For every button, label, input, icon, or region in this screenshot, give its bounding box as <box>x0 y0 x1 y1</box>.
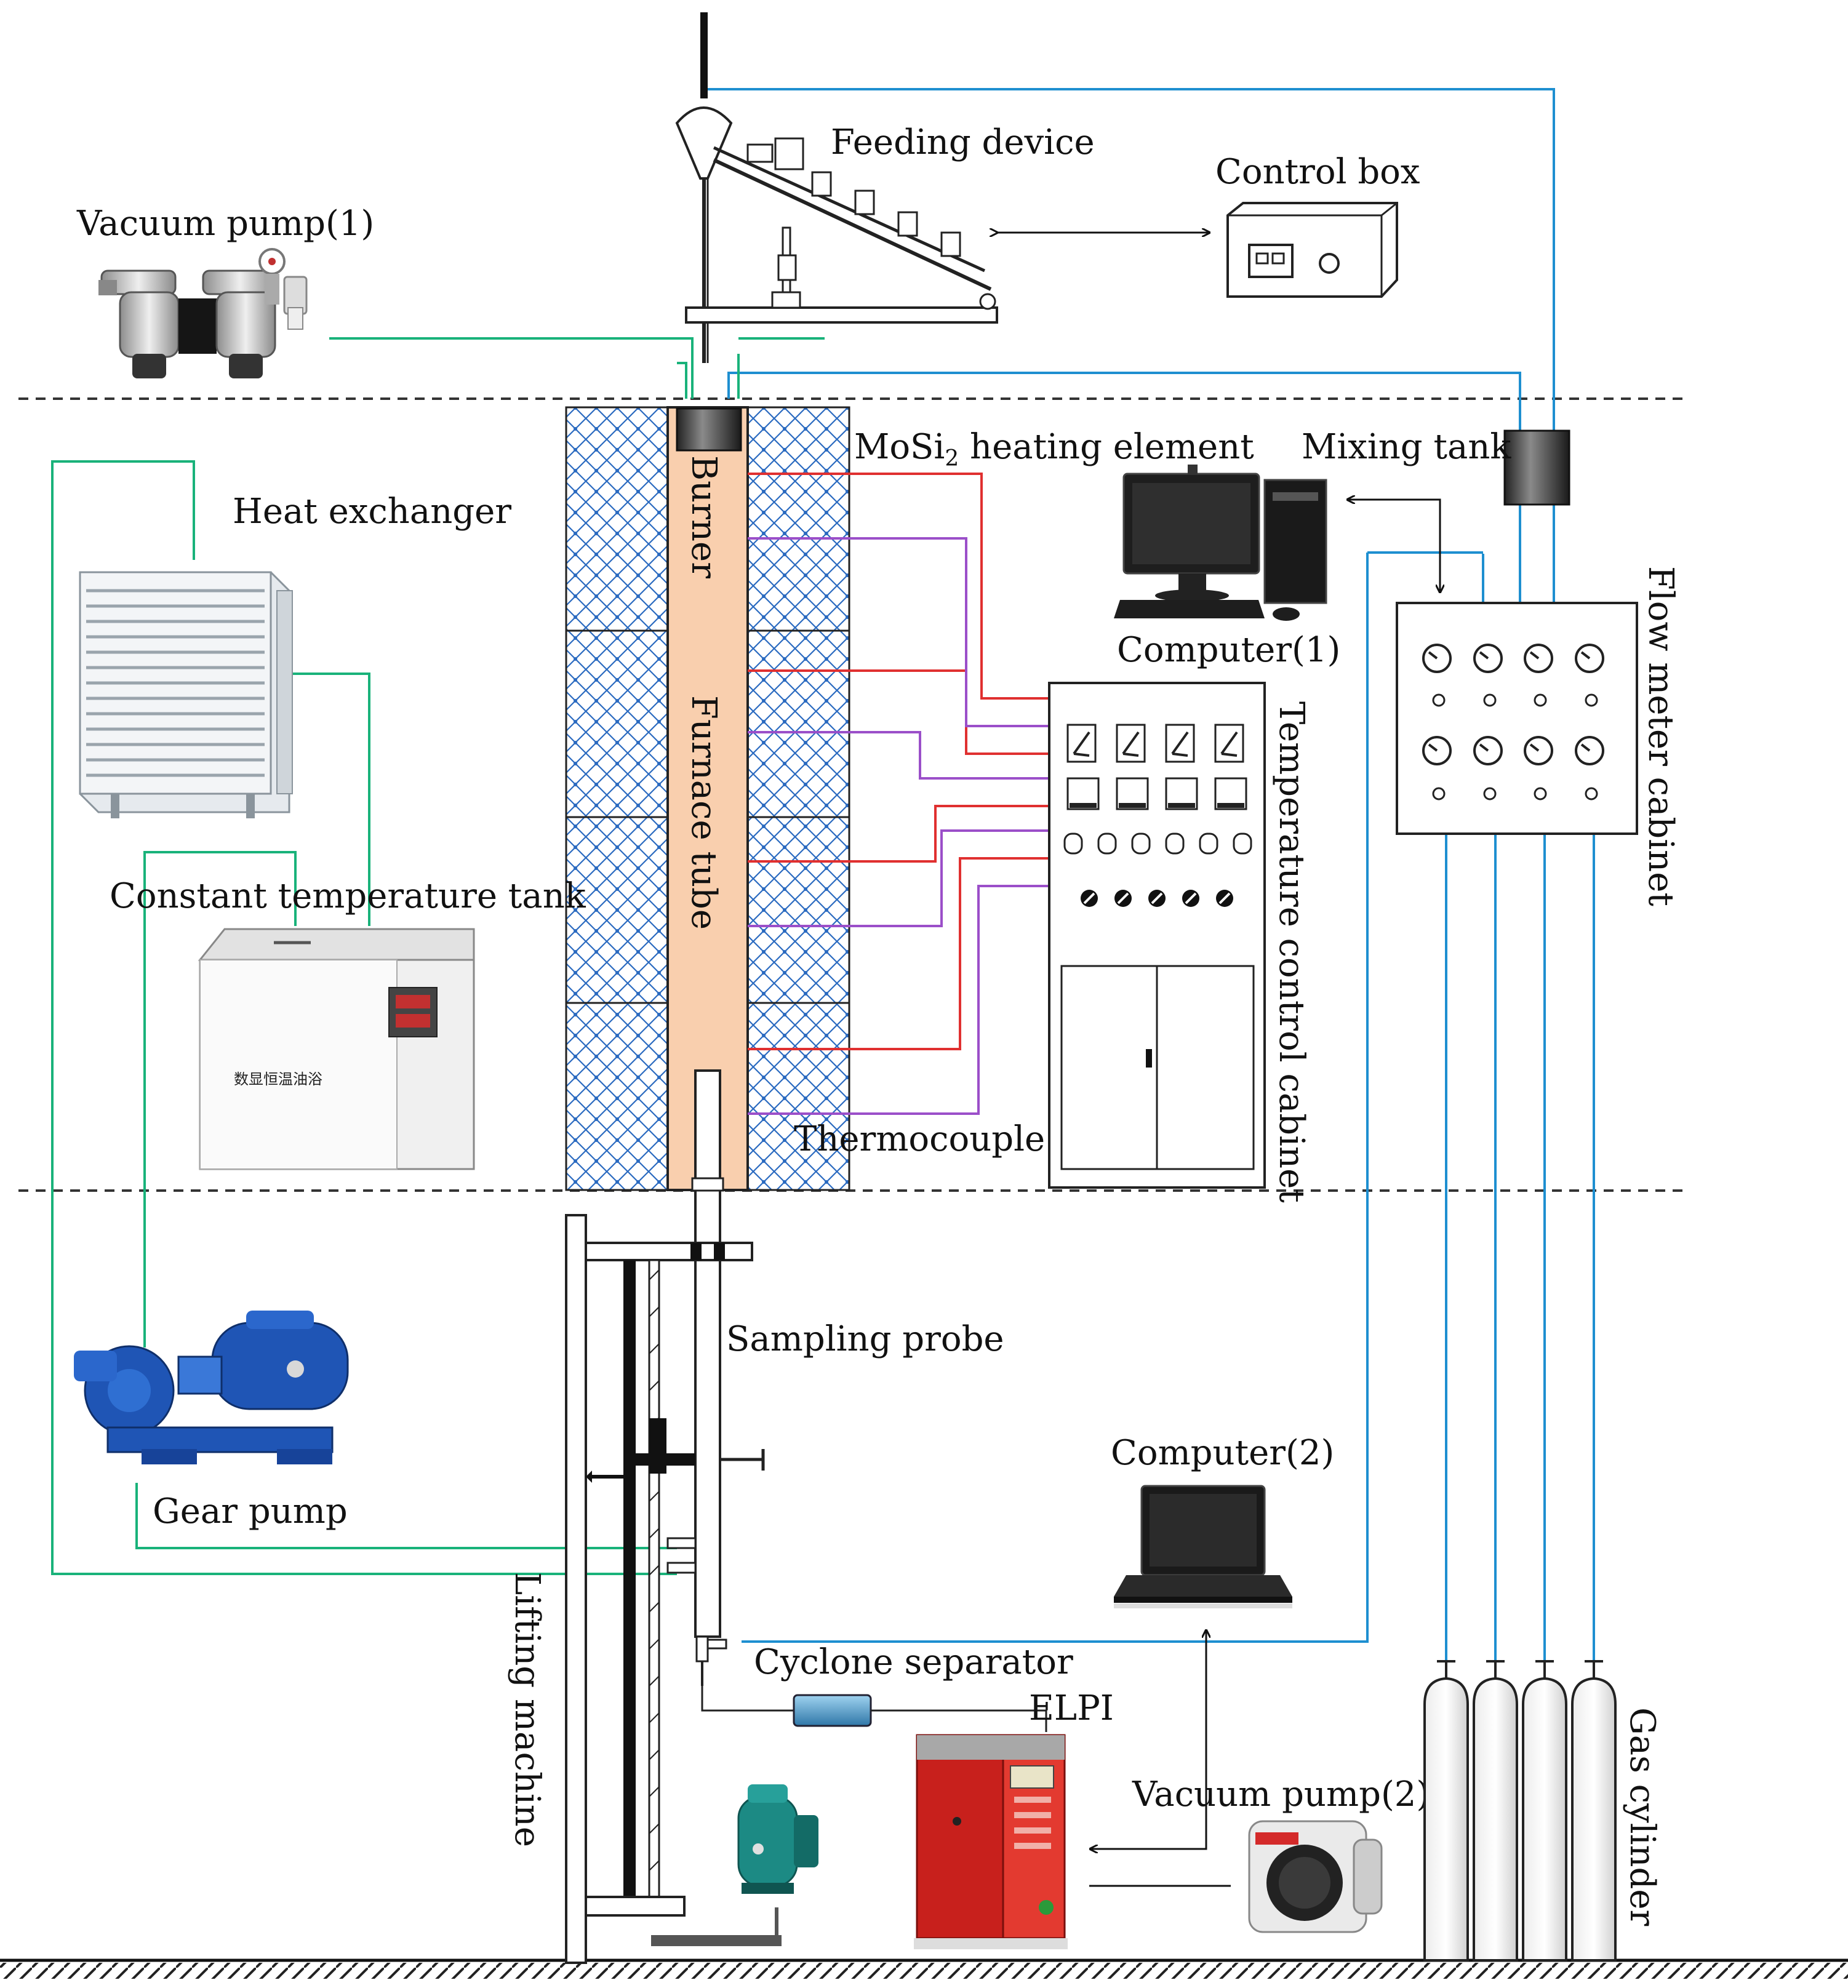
mixing-tank-label: Mixing tank <box>1302 427 1511 467</box>
vacuum-pump-1: Vacuum pump(1) <box>76 204 374 378</box>
flow-meter-cabinet-label: Flow meter cabinet <box>1641 566 1681 906</box>
burner-top <box>676 407 742 452</box>
burner-label: Burner <box>684 455 724 578</box>
motor <box>737 1784 818 1894</box>
gas-cylinder-label: Gas cylinder <box>1622 1707 1662 1926</box>
ground <box>0 1958 1848 1979</box>
furnace-tube-label: Furnace tube <box>684 695 724 930</box>
gas-cylinders: Gas cylinder <box>1423 1660 1662 1962</box>
left-insulation <box>565 406 669 1191</box>
mixing-tank: Mixing tank <box>1302 427 1570 506</box>
cyclone-separator-label: Cyclone separator <box>754 1642 1073 1682</box>
tank-panel-text: 数显恒温油浴 <box>234 1071 322 1088</box>
lifting-machine: Lifting machine <box>507 1214 782 1964</box>
heat-exchanger: Heat exchanger <box>79 492 511 818</box>
sampling-probe-label: Sampling probe <box>726 1319 1004 1359</box>
sampling-probe: Sampling probe <box>683 1069 1004 1686</box>
furnace-tube <box>666 406 749 1191</box>
vacuum-pump-2: Vacuum pump(2) <box>1132 1774 1430 1933</box>
control-box-label: Control box <box>1215 152 1420 192</box>
constant-temperature-tank: Constant temperature tank 数显恒温油浴 <box>110 876 586 1170</box>
feeding-device-label: Feeding device <box>831 122 1095 162</box>
heating-element-label: MoSi2 heating element <box>854 427 1254 471</box>
coolant-lines <box>51 337 825 1575</box>
computer-1-label: Computer(1) <box>1117 630 1340 670</box>
feeding-device: Feeding device <box>675 12 1095 363</box>
computer1-flowmeter-arrow <box>1351 498 1440 592</box>
elpi: ELPI <box>914 1688 1114 1949</box>
heat-exchanger-label: Heat exchanger <box>233 492 511 532</box>
thermocouple-wires <box>748 537 1049 1115</box>
pump2-elpi-arrow <box>1090 1812 1207 1849</box>
flow-meter-cabinet: Flow meter cabinet <box>1396 566 1681 906</box>
computer-1: Computer(1) <box>1114 465 1340 670</box>
temperature-control-cabinet: Temperature control cabinet <box>1048 682 1311 1203</box>
vacuum-pump-1-label: Vacuum pump(1) <box>76 204 374 244</box>
gear-pump-label: Gear pump <box>153 1491 348 1531</box>
lifting-machine-label: Lifting machine <box>507 1572 547 1847</box>
constant-temperature-tank-label: Constant temperature tank <box>110 876 586 916</box>
computer-2-label: Computer(2) <box>1111 1433 1334 1473</box>
vacuum-pump-2-label: Vacuum pump(2) <box>1132 1774 1430 1814</box>
thermocouple-label: Thermocouple <box>794 1119 1045 1159</box>
elpi-label: ELPI <box>1029 1688 1114 1728</box>
right-insulation <box>746 406 850 1191</box>
gear-pump: Gear pump <box>74 1311 349 1531</box>
computer-2: Computer(2) <box>1111 1433 1334 1608</box>
cyclone-separator: Cyclone separator <box>701 1642 1073 1732</box>
temperature-control-cabinet-label: Temperature control cabinet <box>1271 701 1311 1203</box>
control-box: Control box <box>1215 152 1420 298</box>
